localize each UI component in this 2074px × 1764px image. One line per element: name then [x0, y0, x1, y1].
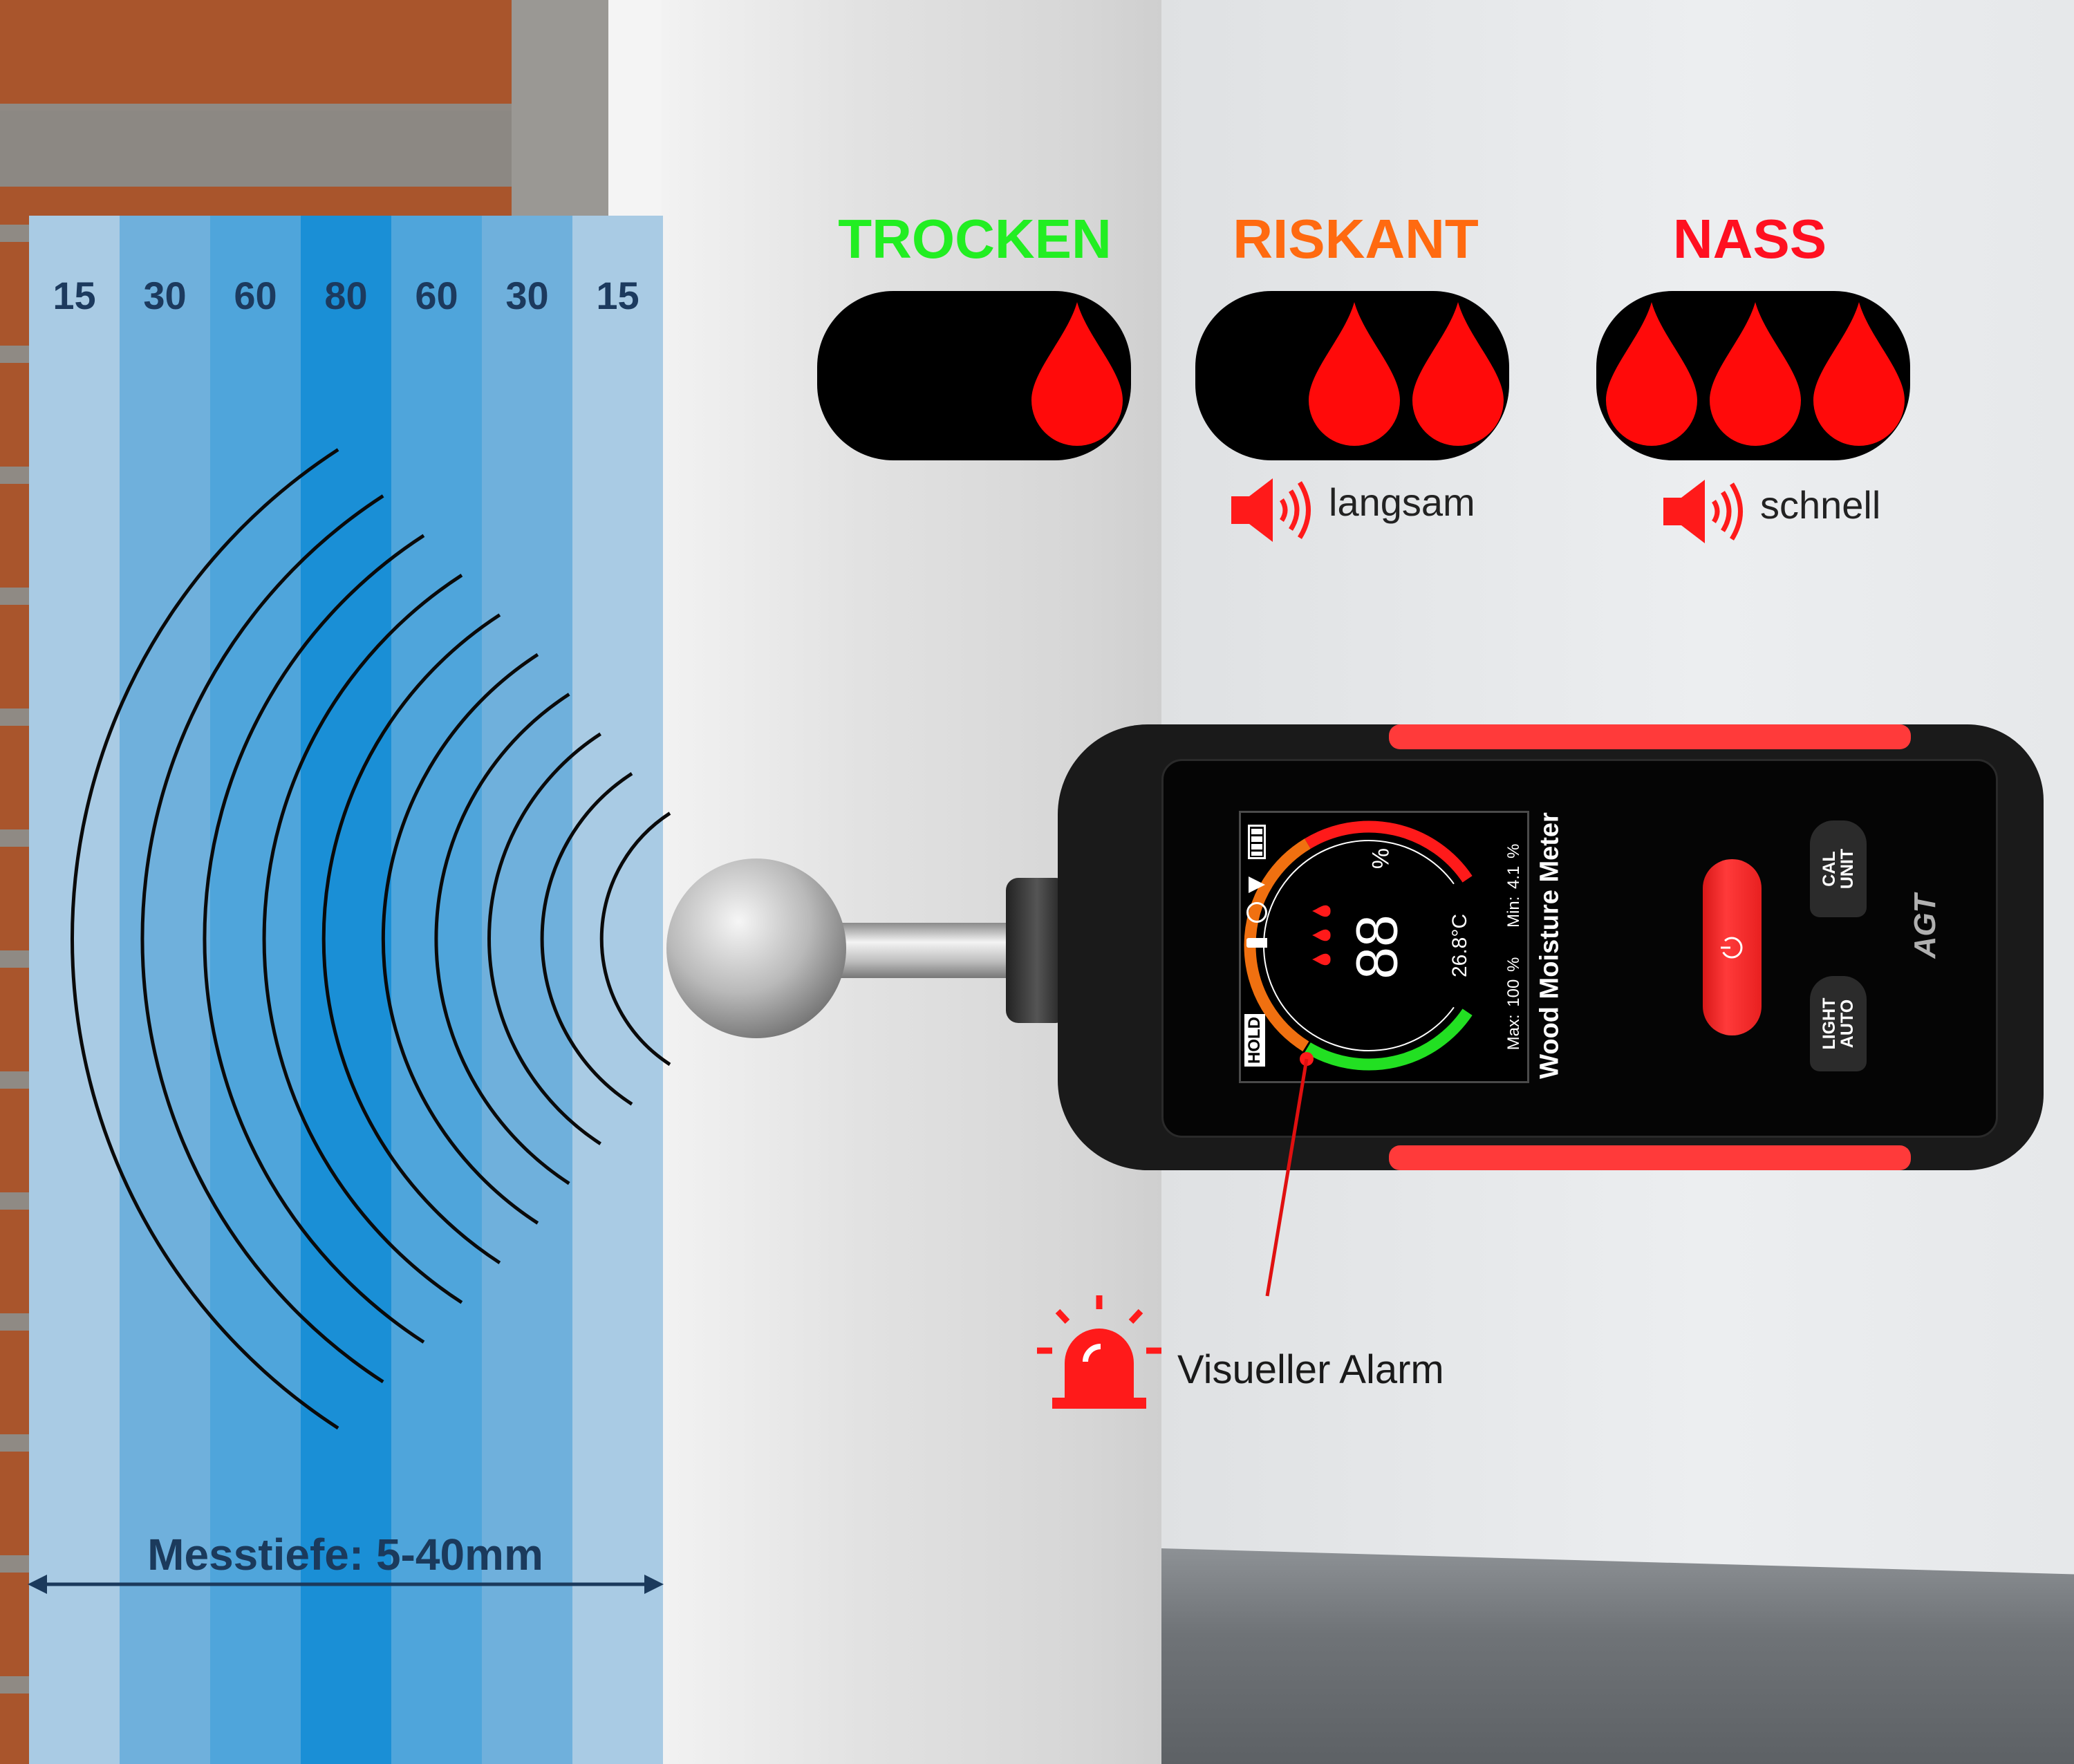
sound-icon [1249, 876, 1265, 893]
depth-column [572, 216, 663, 1764]
depth-column-label: 60 [234, 274, 277, 317]
wave-arc [434, 693, 570, 1185]
wave-arc [487, 732, 601, 1145]
depth-column-label: 60 [415, 274, 458, 317]
depth-column [120, 216, 210, 1764]
wave-arc [381, 653, 539, 1225]
cal-unit-button[interactable] [1810, 820, 1867, 917]
visual-alarm-label: Visueller Alarm [1177, 1347, 1444, 1392]
moisture-reading: 88 [1344, 914, 1410, 979]
brand-logo: AGT [1908, 894, 1942, 959]
water-drop-icon [1309, 302, 1400, 446]
water-drop-icon [1813, 302, 1905, 446]
depth-column [301, 216, 391, 1764]
measurement-waves [70, 448, 671, 1430]
auto-text: AUTO [1838, 999, 1857, 1049]
max-label: Max: [1504, 1014, 1523, 1051]
floor [1161, 1548, 2074, 1764]
plaster-edge [608, 0, 662, 216]
light-text: LIGHT [1820, 997, 1839, 1050]
depth-column [482, 216, 572, 1764]
depth-label: Messtiefe: 5-40mm [147, 1530, 543, 1579]
alarm-pointer [1265, 1052, 1314, 1297]
wave-arc [321, 613, 501, 1265]
cal-text: CAL [1820, 851, 1839, 887]
water-drop-icon [1031, 302, 1123, 446]
status-wet-label: NASS [1672, 208, 1827, 270]
screen-drop-icon [1312, 929, 1331, 941]
meter-red-grip-top [1389, 724, 1911, 749]
depth-column [391, 216, 482, 1764]
unit-label: % [1367, 847, 1394, 870]
alarm-beacon-icon [1037, 1295, 1161, 1409]
gauge-wet-arc [1305, 820, 1473, 883]
wave-arc [203, 534, 425, 1344]
wave-arc [262, 574, 463, 1304]
depth-column-label: 80 [324, 274, 368, 317]
probe-ball [666, 858, 846, 1038]
max-value: 100 % [1504, 957, 1523, 1007]
water-drop-icon [1606, 302, 1697, 446]
gauge-dry-arc [1305, 1008, 1473, 1071]
depth-arrow [28, 1575, 664, 1594]
light-auto-button[interactable] [1810, 976, 1867, 1071]
sound-slow-label: langsam [1329, 480, 1475, 524]
screen-drop-icon [1312, 905, 1331, 917]
depth-column-label: 30 [143, 274, 187, 317]
status-risky-label: RISKANT [1233, 208, 1479, 270]
sound-fast-label: schnell [1760, 483, 1881, 527]
water-drop-icon [1412, 302, 1504, 446]
concrete-block [512, 0, 608, 216]
clock-icon [1246, 902, 1267, 923]
wave-arc [540, 772, 633, 1106]
speaker-icon [1231, 478, 1311, 542]
battery-icon [1248, 825, 1266, 859]
meter-red-grip-bottom [1389, 1145, 1911, 1170]
screen-drop-icon [1312, 953, 1331, 966]
min-value: 4.1 % [1504, 843, 1523, 889]
wave-arc [599, 811, 671, 1067]
probe-rod [823, 923, 1030, 978]
power-button[interactable] [1703, 859, 1762, 1035]
wave-arc [140, 494, 384, 1384]
speaker-icon [1663, 480, 1743, 543]
brick-mortar [0, 111, 512, 187]
depth-column-label: 30 [505, 274, 549, 317]
status-dry-label: TROCKEN [838, 208, 1112, 270]
depth-column-label: 15 [53, 274, 96, 317]
max-min-readout: Max: 100 % Min: 4.1 % [1504, 844, 1524, 1051]
depth-column [210, 216, 301, 1764]
backlight-icon [1246, 938, 1267, 948]
unit-text: UNIT [1838, 848, 1857, 890]
water-drop-icon [1710, 302, 1801, 446]
depth-column-label: 15 [596, 274, 639, 317]
power-icon [1721, 937, 1743, 959]
meter-title: Wood Moisture Meter [1535, 812, 1564, 1079]
temperature-reading: 26.8°C [1448, 913, 1471, 978]
min-label: Min: [1504, 896, 1523, 928]
wave-arc [70, 448, 339, 1430]
